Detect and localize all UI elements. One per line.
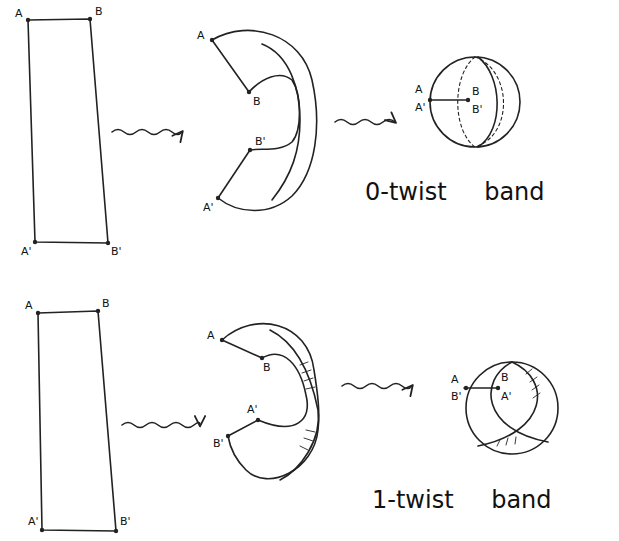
one-twist-band [464,362,558,454]
corner-label: B' [119,516,132,527]
twisted-strip [222,324,319,480]
corner-label: A [206,330,216,341]
paper-strip [28,19,108,243]
corner-label: A [14,8,24,19]
corner-label: B' [450,391,463,402]
corner-label: B' [110,246,123,257]
squiggle-arrow [335,120,395,125]
corner-label: A [24,300,34,311]
zero-twist-band [430,57,520,147]
corner-label: A' [246,404,259,415]
corner-label: B' [254,136,267,147]
corner-label: A' [500,391,513,402]
band-caption: 0-twist band [365,180,545,204]
band-caption: 1-twist band [372,488,552,512]
corner-label: B [101,298,111,309]
corner-label: B [262,362,272,373]
squiggle-arrow [122,423,200,428]
squiggle-arrow [342,384,412,389]
curved-strip [212,30,317,210]
corner-label: A' [20,246,33,257]
corner-label: B [252,96,262,107]
corner-label: A' [202,202,215,213]
corner-label: B [500,372,510,383]
corner-label: B [471,86,481,97]
corner-label: A [414,84,424,95]
corner-label: A [450,374,460,385]
corner-label: A' [414,102,427,113]
corner-label: B' [471,104,484,115]
corner-label: B' [212,438,225,449]
squiggle-arrow [112,130,182,135]
corner-label: B [94,6,104,17]
corner-label: A' [27,516,40,527]
paper-strip [38,311,116,531]
corner-label: A [196,30,206,41]
